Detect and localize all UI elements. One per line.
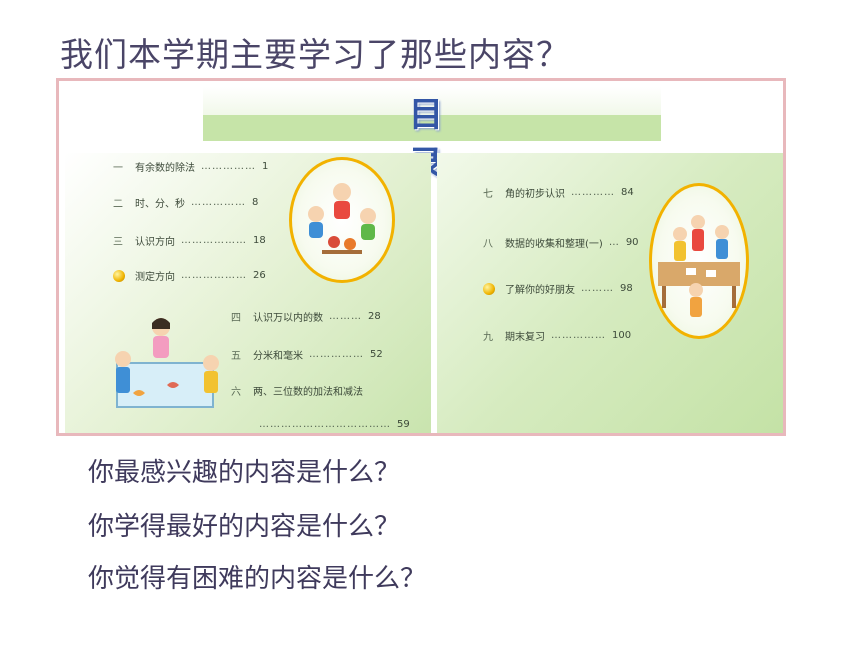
entry-page: 59 (397, 419, 410, 430)
slide-heading: 我们本学期主要学习了那些内容？ (60, 35, 570, 74)
entry-title: 期末复习 (505, 332, 545, 343)
question-found-difficult: 你觉得有困难的内容是什么？ (88, 564, 427, 594)
entry-number: 七 (483, 189, 493, 200)
toc-entry: 二 时、分、秒 …………… 8 (113, 195, 258, 210)
entry-leader: ……… (329, 311, 362, 322)
entry-number: 九 (483, 332, 493, 343)
entry-leader: ……………… (181, 270, 247, 281)
toc-right-panel: 七 角的初步认识 ………… 84 八 数据的收集和整理(一) … 90 了解你的… (437, 153, 783, 433)
question-most-interested: 你最感兴趣的内容是什么？ (88, 458, 401, 488)
entry-page: 52 (370, 349, 383, 360)
gold-dot-icon (483, 282, 495, 295)
entry-title: 角的初步认识 (505, 189, 565, 200)
entry-number: 二 (113, 199, 123, 210)
toc-left-panel: 一 有余数的除法 …………… 1 二 时、分、秒 …………… 8 三 认识方向 … (65, 153, 431, 433)
entry-title: 分米和毫米 (253, 351, 303, 362)
question-learned-best: 你学得最好的内容是什么？ (88, 512, 401, 542)
teacher-aquarium-icon (115, 318, 219, 408)
entry-leader: …………… (201, 161, 256, 172)
entry-page: 84 (621, 187, 634, 198)
entry-number: 八 (483, 239, 493, 250)
entry-number: 四 (231, 313, 241, 324)
children-at-table-icon (658, 215, 740, 317)
toc-entry: 八 数据的收集和整理(一) … 90 (483, 235, 639, 250)
textbook-toc-image: 目 录 一 有余数的除法 …………… 1 二 时、分、秒 …………… 8 三 认… (56, 78, 786, 436)
entry-leader: …………… (551, 330, 606, 341)
entry-number: 五 (231, 351, 241, 362)
toc-entry: 六 两、三位数的加法和减法 (231, 383, 363, 398)
toc-entry: 测定方向 ……………… 26 (113, 268, 266, 283)
children-illustration (289, 157, 395, 283)
entry-title: 了解你的好朋友 (505, 285, 575, 296)
entry-title: 时、分、秒 (135, 199, 185, 210)
toc-entry: 了解你的好朋友 ……… 98 (483, 281, 633, 296)
entry-title: 认识万以内的数 (253, 313, 323, 324)
entry-leader: ……………………………… (259, 419, 391, 430)
entry-number: 一 (113, 163, 123, 174)
toc-entry: 三 认识方向 ……………… 18 (113, 233, 266, 248)
children-playing-icon (308, 183, 376, 254)
entry-title: 两、三位数的加法和减法 (253, 387, 363, 398)
toc-entry: 五 分米和毫米 …………… 52 (231, 347, 383, 362)
entry-leader: …………… (309, 349, 364, 360)
entry-number: 三 (113, 237, 123, 248)
toc-entry: 九 期末复习 …………… 100 (483, 328, 631, 343)
toc-entry: 七 角的初步认识 ………… 84 (483, 185, 634, 200)
entry-leader: ……… (581, 283, 614, 294)
entry-page: 100 (612, 330, 632, 341)
entry-leader: …………… (191, 197, 246, 208)
toc-title-background (203, 87, 661, 115)
gold-dot-icon (113, 269, 125, 282)
toc-entry: 四 认识万以内的数 ……… 28 (231, 309, 381, 324)
toc-title-band (203, 115, 661, 141)
children-table-illustration (649, 183, 749, 339)
entry-page: 90 (625, 237, 639, 248)
entry-page: 26 (253, 270, 266, 281)
toc-entry: 一 有余数的除法 …………… 1 (113, 159, 268, 174)
entry-leader: … (608, 237, 620, 248)
entry-page: 18 (253, 235, 266, 246)
entry-title: 认识方向 (135, 237, 175, 248)
entry-page: 28 (368, 311, 381, 322)
entry-title: 数据的收集和整理(一) (505, 239, 603, 250)
entry-page: 1 (262, 161, 269, 172)
entry-leader: ………… (571, 187, 615, 198)
toc-entry-continued: ……………………………… 59 (253, 419, 410, 430)
entry-title: 测定方向 (135, 272, 175, 283)
entry-number: 六 (231, 387, 241, 398)
entry-title: 有余数的除法 (135, 163, 195, 174)
entry-page: 8 (252, 197, 259, 208)
entry-leader: ……………… (181, 235, 247, 246)
entry-page: 98 (620, 283, 633, 294)
